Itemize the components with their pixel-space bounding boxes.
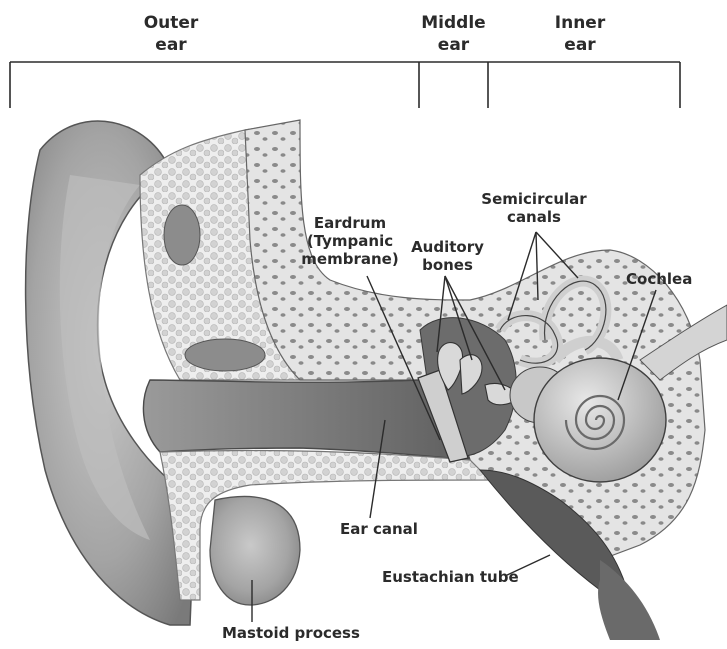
header-inner-line1: Inner (535, 12, 625, 34)
header-inner-ear: Inner ear (535, 12, 625, 56)
label-semicircular-canals: Semicircular canals (474, 190, 594, 226)
header-outer-line2: ear (126, 34, 216, 56)
label-semicircular-line2: canals (474, 208, 594, 226)
label-auditory-bones: Auditory bones (405, 238, 490, 274)
header-middle-line1: Middle (406, 12, 501, 34)
label-auditory-bones-line2: bones (405, 256, 490, 274)
mastoid-process (210, 497, 300, 605)
label-eustachian-tube: Eustachian tube (382, 568, 519, 586)
label-auditory-bones-line1: Auditory (405, 238, 490, 256)
label-cochlea: Cochlea (626, 270, 692, 288)
cochlea (534, 358, 666, 482)
section-brackets (10, 62, 680, 108)
ear-canal (143, 380, 470, 460)
header-inner-line2: ear (535, 34, 625, 56)
label-eardrum-line3: membrane) (300, 250, 400, 268)
mastoid-air-cell (185, 339, 265, 371)
header-outer-line1: Outer (126, 12, 216, 34)
header-middle-ear: Middle ear (406, 12, 501, 56)
label-semicircular-line1: Semicircular (474, 190, 594, 208)
label-mastoid-process: Mastoid process (222, 624, 360, 642)
header-middle-line2: ear (406, 34, 501, 56)
label-eardrum-line2: (Tympanic (300, 232, 400, 250)
mastoid-air-cell (164, 205, 200, 265)
label-eardrum: Eardrum (Tympanic membrane) (300, 214, 400, 268)
header-outer-ear: Outer ear (126, 12, 216, 56)
label-ear-canal: Ear canal (340, 520, 418, 538)
label-eardrum-line1: Eardrum (300, 214, 400, 232)
